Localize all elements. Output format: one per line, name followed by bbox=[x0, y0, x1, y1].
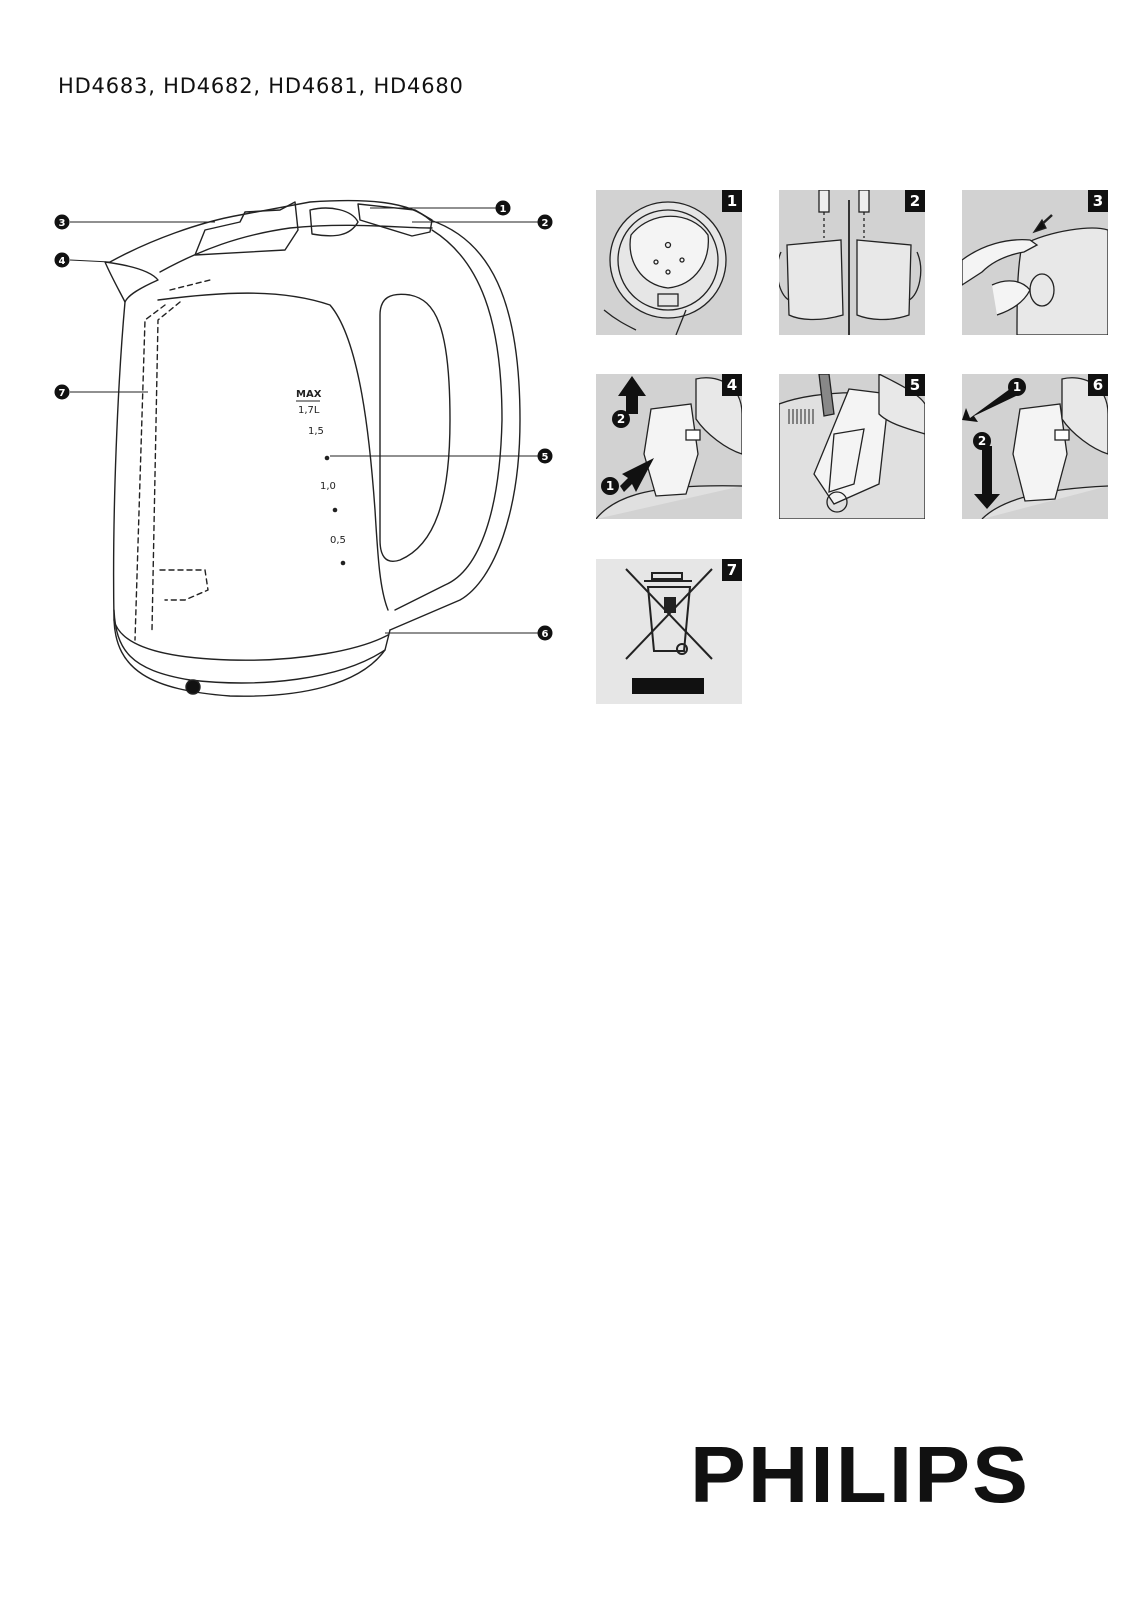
callout-7: 7 bbox=[54, 384, 70, 400]
svg-text:2: 2 bbox=[542, 218, 549, 229]
weee-crossed-bin-icon bbox=[625, 568, 713, 694]
philips-logo: PHILIPS bbox=[690, 1432, 1030, 1512]
kettle-illustration: MAX 1,7L 1,5 1,0 0,5 1 2 3 4 5 6 7 bbox=[54, 199, 553, 697]
panel-number: 6 bbox=[1088, 374, 1108, 396]
press-lid-button-icon bbox=[962, 214, 1108, 335]
scale-max-volume: 1,7L bbox=[298, 405, 320, 416]
panel-number: 2 bbox=[905, 190, 925, 212]
panel-number: 5 bbox=[905, 374, 925, 396]
rinse-kettle-icon bbox=[779, 190, 922, 335]
brand-name: PHILIPS bbox=[690, 1432, 1030, 1512]
scale-1-5: 1,5 bbox=[308, 426, 324, 437]
clean-filter-icon bbox=[779, 374, 925, 519]
step-panel-4: 2 1 4 bbox=[596, 374, 742, 519]
arrow-label-2: 2 bbox=[978, 434, 986, 448]
arrow-label-2: 2 bbox=[617, 412, 625, 426]
step-panel-2: 2 bbox=[779, 190, 925, 335]
arrow-label-1: 1 bbox=[606, 479, 614, 493]
callout-1: 1 bbox=[495, 200, 511, 216]
panel-number: 1 bbox=[722, 190, 742, 212]
panel-number: 7 bbox=[722, 559, 742, 581]
arrow-label-1: 1 bbox=[1013, 380, 1021, 394]
callout-6: 6 bbox=[537, 625, 553, 641]
insert-filter-icon: 1 2 bbox=[962, 377, 1108, 519]
step-panel-7: 7 bbox=[596, 559, 742, 704]
step-panel-6: 1 2 6 bbox=[962, 374, 1108, 519]
scale-0-5: 0,5 bbox=[330, 535, 346, 546]
filter-and-lid-icon bbox=[603, 201, 727, 335]
callout-5: 5 bbox=[537, 448, 553, 464]
callout-4: 4 bbox=[54, 252, 70, 268]
scale-1-0: 1,0 bbox=[320, 481, 336, 492]
scale-max: MAX bbox=[296, 389, 322, 400]
step-panel-3: 3 bbox=[962, 190, 1108, 335]
model-numbers: HD4683, HD4682, HD4681, HD4680 bbox=[58, 74, 464, 98]
svg-text:1: 1 bbox=[500, 204, 507, 215]
remove-filter-icon: 2 1 bbox=[596, 376, 742, 519]
svg-text:7: 7 bbox=[59, 388, 66, 399]
svg-text:3: 3 bbox=[59, 218, 66, 229]
step-panel-1: 1 bbox=[596, 190, 742, 335]
step-panel-5: 5 bbox=[779, 374, 925, 519]
svg-text:5: 5 bbox=[542, 452, 549, 463]
svg-text:6: 6 bbox=[542, 629, 549, 640]
svg-text:4: 4 bbox=[59, 256, 66, 267]
callout-2: 2 bbox=[537, 214, 553, 230]
panel-number: 4 bbox=[722, 374, 742, 396]
callout-3: 3 bbox=[54, 214, 70, 230]
panel-number: 3 bbox=[1088, 190, 1108, 212]
